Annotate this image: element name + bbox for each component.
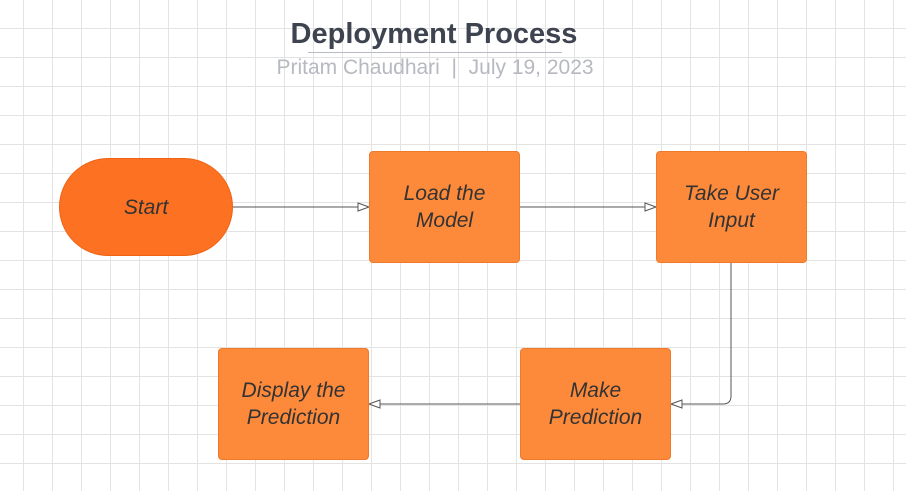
display-prediction-node-label: Display the Prediction xyxy=(241,379,346,429)
arrowhead-predict-to-display xyxy=(367,399,381,409)
arrowhead-start-to-load xyxy=(357,202,371,212)
diagram-subtitle: Pritam Chaudhari | July 19, 2023 xyxy=(276,56,594,79)
take-user-input-node-label: Take User Input xyxy=(684,182,779,232)
connector-input-to-predict xyxy=(682,263,732,405)
make-prediction-node[interactable]: Make Prediction xyxy=(520,348,671,460)
load-model-node-label: Load the Model xyxy=(403,182,486,232)
display-prediction-node[interactable]: Display the Prediction xyxy=(218,348,369,460)
arrowhead-input-to-predict xyxy=(669,399,683,409)
make-prediction-node-label: Make Prediction xyxy=(548,379,643,429)
start-node[interactable]: Start xyxy=(59,158,233,256)
load-model-node[interactable]: Load the Model xyxy=(369,151,520,263)
arrowhead-load-to-input xyxy=(644,202,658,212)
take-user-input-node[interactable]: Take User Input xyxy=(656,151,807,263)
title-underline xyxy=(308,52,562,53)
start-node-label: Start xyxy=(123,195,169,219)
diagram-title: Deployment Process xyxy=(290,18,578,50)
